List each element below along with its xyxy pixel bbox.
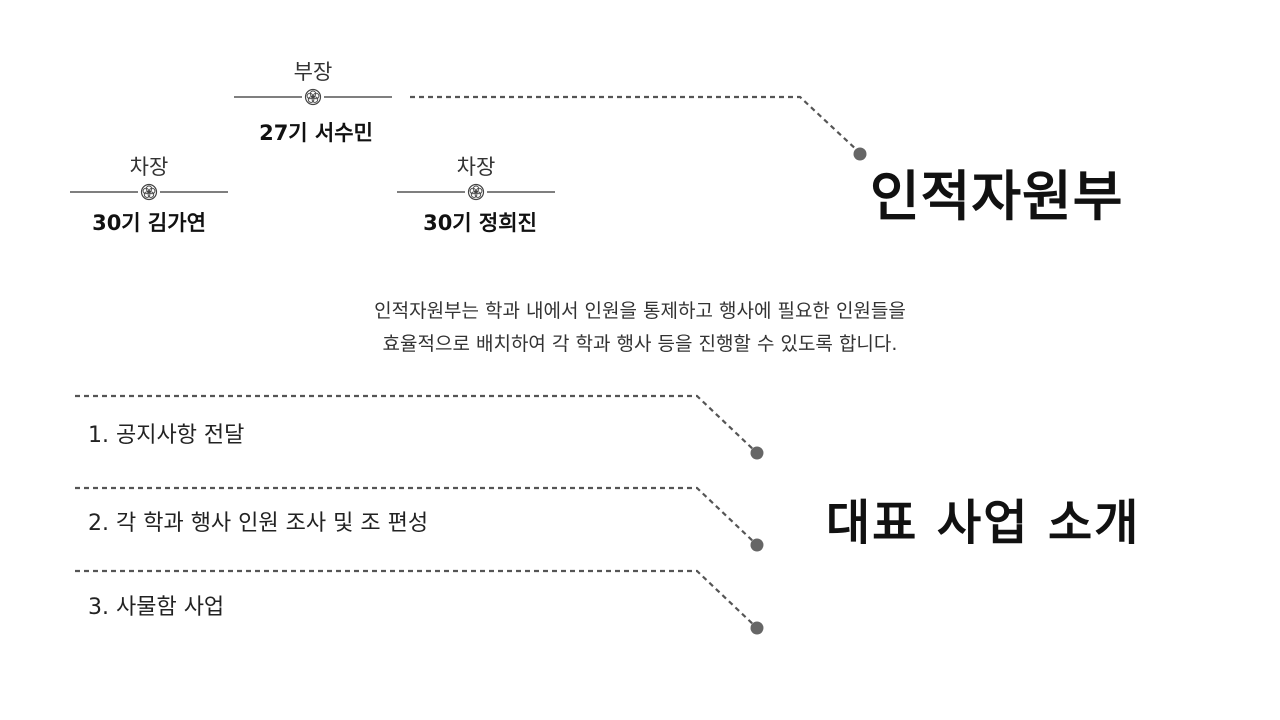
department-title: 인적자원부 xyxy=(870,165,1124,228)
divider-ornament-deputy-1 xyxy=(70,183,228,201)
project-item-3: 3. 사물함 사업 xyxy=(88,595,225,620)
connector-project-1 xyxy=(75,394,764,460)
project-item-2: 2. 각 학과 행사 인원 조사 및 조 편성 xyxy=(88,511,429,536)
connector-project-3 xyxy=(75,569,764,635)
officer-role-deputy-1: 차장 xyxy=(129,155,169,179)
department-description: 인적자원부는 학과 내에서 인원을 통제하고 행사에 필요한 인원들을 효율적으… xyxy=(290,295,990,361)
connector-project-2 xyxy=(75,486,764,552)
project-item-1: 1. 공지사항 전달 xyxy=(88,423,245,448)
officer-name-chief: 27기 서수민 xyxy=(259,121,373,145)
divider-ornament-chief xyxy=(234,88,392,106)
projects-section-title: 대표 사업 소개 xyxy=(826,495,1141,551)
flower-ornament-icon xyxy=(140,183,158,201)
connector-department xyxy=(410,95,867,161)
flower-ornament-icon xyxy=(304,88,322,106)
officer-role-chief: 부장 xyxy=(293,60,333,84)
officer-name-deputy-1: 30기 김가연 xyxy=(92,211,206,235)
description-line-1: 인적자원부는 학과 내에서 인원을 통제하고 행사에 필요한 인원들을 xyxy=(374,300,906,322)
description-line-2: 효율적으로 배치하여 각 학과 행사 등을 진행할 수 있도록 합니다. xyxy=(382,333,898,355)
officer-name-deputy-2: 30기 정희진 xyxy=(423,211,537,235)
divider-ornament-deputy-2 xyxy=(397,183,555,201)
officer-role-deputy-2: 차장 xyxy=(456,155,496,179)
flower-ornament-icon xyxy=(467,183,485,201)
